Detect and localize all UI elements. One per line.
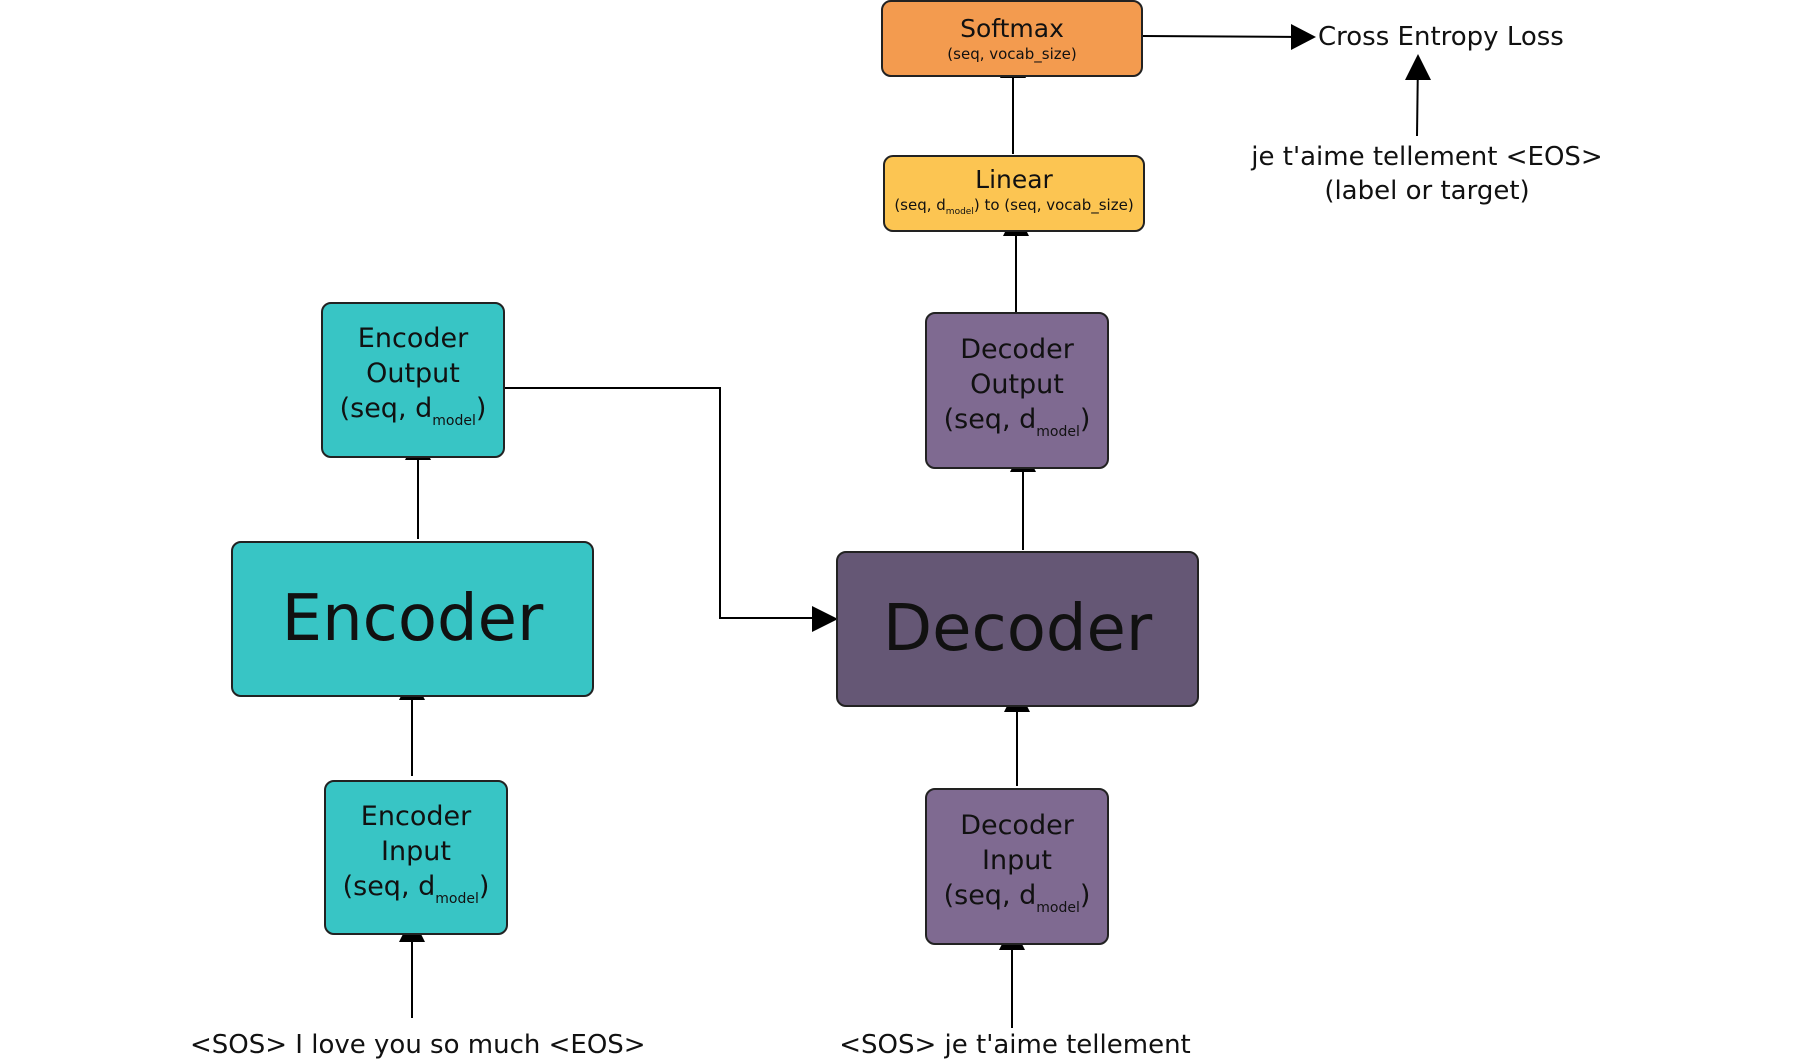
- decoder-output-title: Decoder: [960, 333, 1074, 365]
- decoder-output-shape: (seq, dmodel): [943, 403, 1091, 440]
- arrowhead: [1405, 54, 1431, 80]
- decoder-box: Decoder: [836, 551, 1199, 707]
- source-sentence: <SOS> I love you so much <EOS>: [190, 1030, 646, 1060]
- decoder-input-box: Decoder Input (seq, dmodel): [925, 788, 1109, 945]
- encoder-output-box: Encoder Output (seq, dmodel): [321, 302, 505, 458]
- encoder-input-subtitle: Input: [381, 835, 451, 867]
- linear-box: Linear (seq, dmodel) to (seq, vocab_size…: [883, 155, 1145, 232]
- encoder-output-title: Encoder: [357, 323, 469, 354]
- encoder-output-shape: (seq, dmodel): [339, 393, 487, 429]
- encoder-input-shape: (seq, dmodel): [342, 870, 490, 907]
- softmax-shape: (seq, vocab_size): [947, 44, 1077, 63]
- arrowhead: [1291, 24, 1316, 50]
- arrow-encoder-output-to-decoder: [505, 387, 832, 619]
- linear-title: Linear: [975, 165, 1053, 194]
- encoder-label: Encoder: [281, 582, 544, 656]
- decoder-input-subtitle: Input: [982, 844, 1052, 876]
- encoder-input-title: Encoder: [360, 800, 472, 832]
- decoder-input-sentence: <SOS> je t'aime tellement: [839, 1030, 1191, 1060]
- arrow-softmax-to-loss: [1140, 35, 1304, 38]
- target-label: je t'aime tellement <EOS> (label or targ…: [1232, 140, 1622, 208]
- decoder-output-box: Decoder Output (seq, dmodel): [925, 312, 1109, 469]
- softmax-box: Softmax (seq, vocab_size): [881, 0, 1143, 77]
- decoder-output-subtitle: Output: [970, 368, 1064, 400]
- target-sentence: je t'aime tellement <EOS>: [1251, 142, 1603, 172]
- encoder-box: Encoder: [231, 541, 594, 697]
- cross-entropy-loss-label: Cross Entropy Loss: [1318, 22, 1564, 52]
- encoder-output-subtitle: Output: [366, 358, 460, 389]
- decoder-input-title: Decoder: [960, 809, 1074, 841]
- linear-shape: (seq, dmodel) to (seq, vocab_size): [894, 196, 1134, 217]
- softmax-title: Softmax: [960, 13, 1064, 43]
- arrowhead: [812, 606, 838, 632]
- decoder-input-shape: (seq, dmodel): [943, 879, 1091, 916]
- encoder-input-box: Encoder Input (seq, dmodel): [324, 780, 508, 935]
- target-caption: (label or target): [1324, 176, 1530, 206]
- decoder-label: Decoder: [882, 592, 1153, 666]
